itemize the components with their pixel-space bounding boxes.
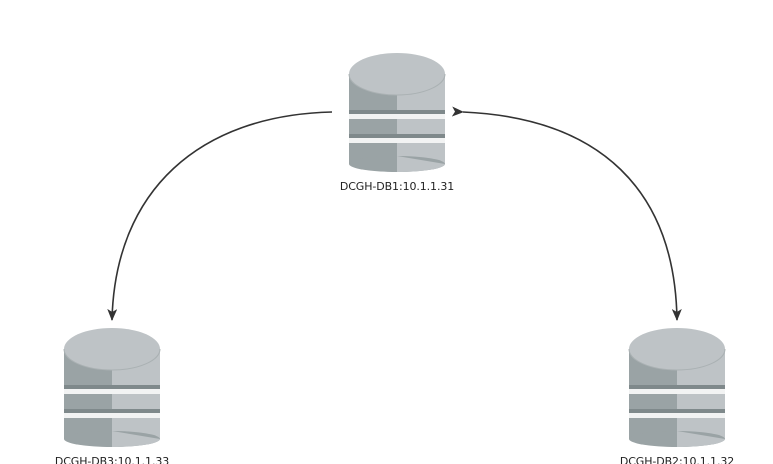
database-node-db3[interactable]: DCGH-DB3:10.1.1.33 bbox=[47, 327, 177, 464]
edge-db1-db2-bidirectional[interactable] bbox=[451, 106, 682, 321]
database-node-db1[interactable]: DCGH-DB1:10.1.1.31 bbox=[332, 52, 462, 193]
database-label: DCGH-DB1:10.1.1.31 bbox=[339, 180, 455, 193]
database-icon bbox=[63, 328, 161, 447]
database-label: DCGH-DB3:10.1.1.33 bbox=[54, 455, 170, 464]
database-icon bbox=[348, 53, 446, 172]
database-label: DCGH-DB2:10.1.1.32 bbox=[619, 455, 735, 464]
database-icon bbox=[628, 328, 726, 447]
database-node-db2[interactable]: DCGH-DB2:10.1.1.32 bbox=[612, 327, 742, 464]
edge-db1-to-db3[interactable] bbox=[107, 111, 333, 321]
